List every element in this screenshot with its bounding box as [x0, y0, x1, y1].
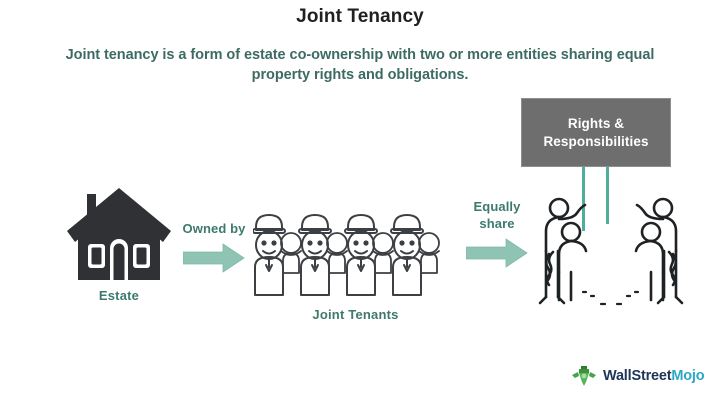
equally-share-caption: Equally share: [456, 198, 538, 232]
people-group-icon: [252, 214, 440, 296]
wallstreetmojo-bull-icon: [572, 366, 596, 386]
wallstreetmojo-wordmark: WallStreetMojo: [603, 368, 705, 384]
joint-tenants-label: Joint Tenants: [312, 307, 399, 322]
equally-share-line-1: Equally: [473, 199, 521, 214]
rights-box-line-1: Rights &: [567, 115, 625, 131]
owned-by-caption: Owned by: [182, 221, 246, 236]
house-icon: [67, 188, 171, 280]
page-subtitle: Joint tenancy is a form of estate co-own…: [65, 47, 655, 83]
equally-share-group: Equally share: [456, 198, 538, 268]
wallstreetmojo-logo[interactable]: WallStreetMojo: [571, 362, 705, 390]
estate-group: Estate: [58, 186, 180, 316]
owned-by-group: Owned by: [168, 220, 260, 273]
page-title: Joint Tenancy: [296, 6, 424, 27]
rights-responsibilities-box: Rights & Responsibilities: [521, 98, 671, 167]
estate-label: Estate: [98, 288, 140, 303]
rights-responsibilities-label: Rights & Responsibilities: [543, 115, 648, 151]
arrow-right-icon: [183, 243, 245, 273]
logo-text-wallstreet: WallStreet: [603, 368, 672, 384]
joint-tenants-group: Joint Tenants: [252, 205, 458, 322]
share-connector-line-2: [606, 167, 609, 224]
arrow-right-icon: [466, 238, 528, 268]
equally-share-line-2: share: [479, 216, 515, 231]
logo-text-mojo: Mojo: [671, 368, 705, 384]
shared-owners-group: [531, 192, 691, 310]
rights-box-line-2: Responsibilities: [543, 133, 649, 149]
share-connector-line-1: [582, 167, 585, 231]
people-raising-hands-icon: [538, 197, 684, 306]
